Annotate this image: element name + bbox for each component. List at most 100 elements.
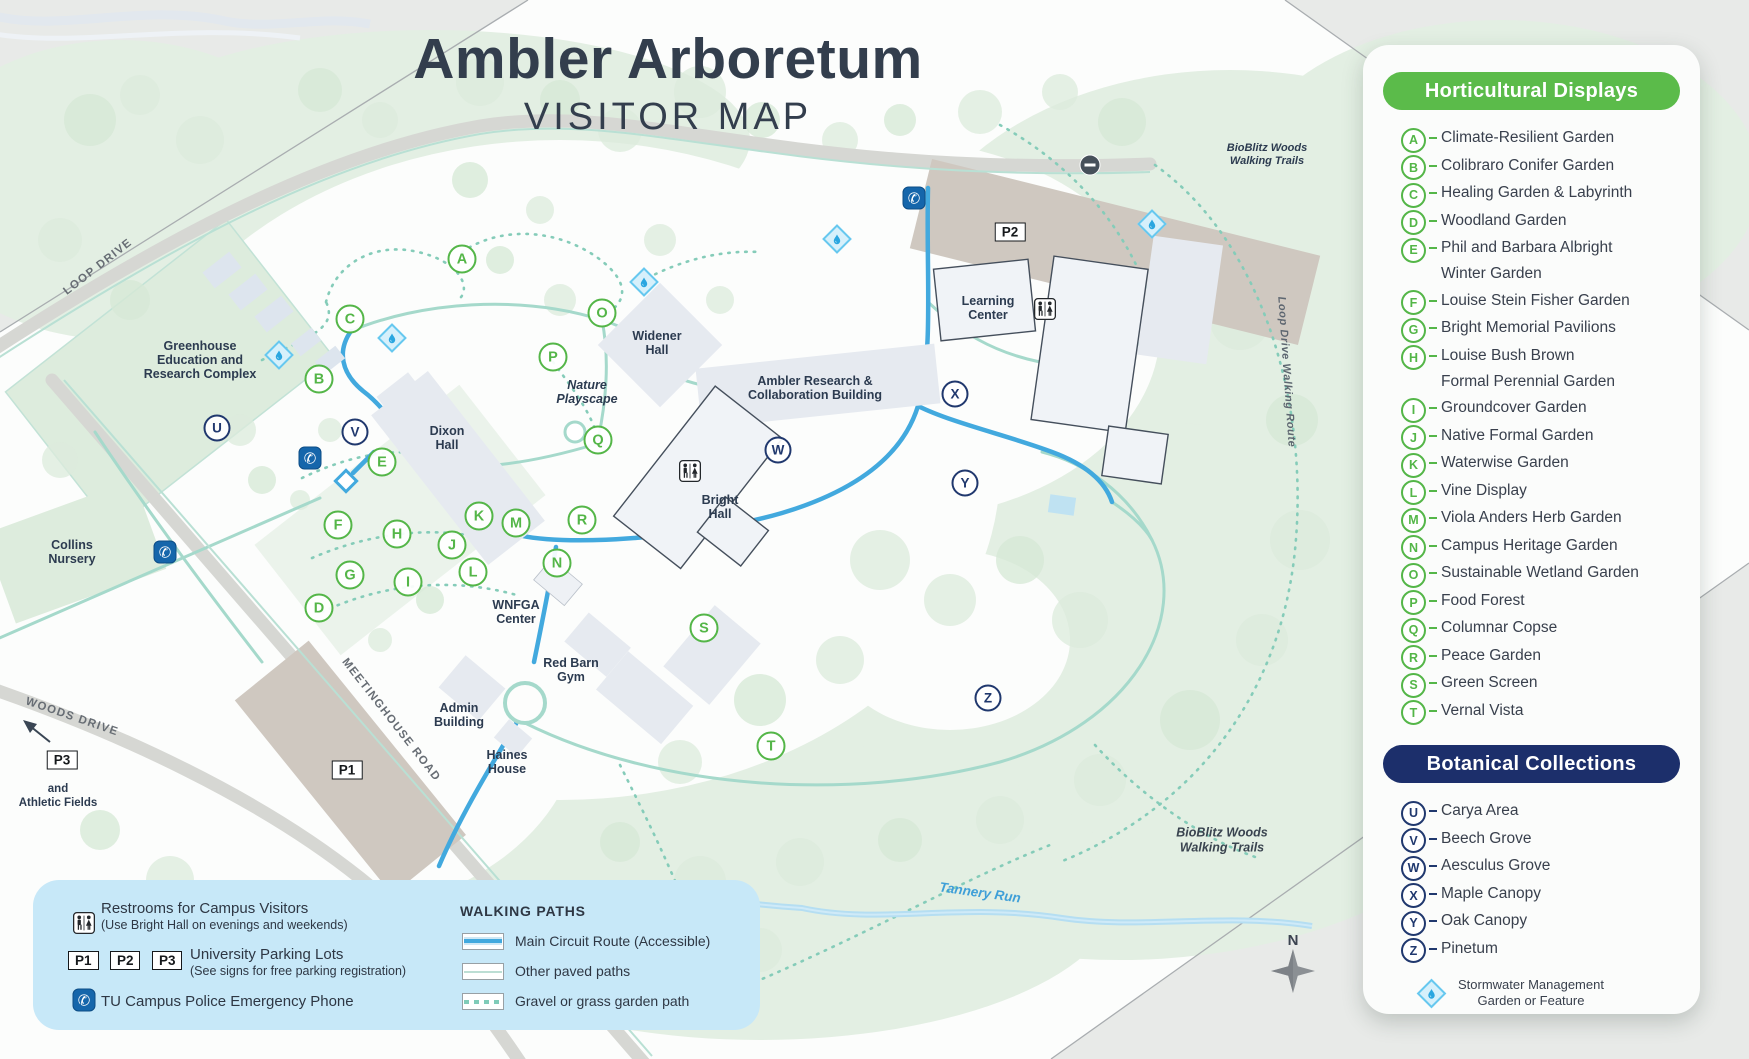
stormwater-label-line2: Garden or Feature [1477, 993, 1585, 1009]
key-letter-v: V [1401, 828, 1426, 854]
emergency-phone-icon: ✆ [298, 446, 322, 470]
compass: N [1271, 932, 1315, 998]
key-dash [1429, 299, 1437, 302]
map-marker-v: V [341, 418, 369, 446]
stormwater-legend: Stormwater Management Garden or Feature [1416, 977, 1700, 1010]
key-label-z: Pinetum [1441, 939, 1498, 957]
key-dash [1429, 920, 1437, 923]
key-label-p: Food Forest [1441, 591, 1525, 609]
horticultural-displays-header: Horticultural Displays [1383, 72, 1680, 110]
key-label-q: Columnar Copse [1441, 619, 1558, 637]
map-marker-q: Q [583, 425, 613, 455]
legend-parking-subtitle: (See signs for free parking registration… [190, 964, 407, 978]
map-parking-badge-p3: P3 [46, 750, 78, 770]
map-marker-x: X [941, 380, 969, 408]
key-letter-d: D [1401, 210, 1426, 235]
restroom-icon [1033, 297, 1057, 321]
map-marker-e: E [367, 447, 397, 477]
key-label-v: Beech Grove [1441, 829, 1532, 847]
stormwater-icon [264, 340, 294, 370]
key-item-z: Z Pinetum [1401, 936, 1700, 964]
key-dash [1429, 462, 1437, 465]
key-letter-a: A [1401, 127, 1426, 153]
key-letter-g: G [1401, 317, 1426, 343]
area-label-tannery-run: Tannery Run [938, 879, 1022, 906]
key-label-u: Carya Area [1441, 802, 1519, 820]
key-dash [1429, 892, 1437, 895]
key-dash [1429, 865, 1437, 868]
key-letter-z: Z [1401, 938, 1426, 964]
legend-parking-title: University Parking Lots [190, 946, 344, 963]
walking-path-label-main: Main Circuit Route (Accessible) [515, 933, 711, 949]
map-marker-c: C [335, 304, 365, 334]
key-dash [1429, 137, 1437, 139]
map-marker-b: B [304, 364, 334, 394]
key-item-w: W Aesculus Grove [1401, 853, 1700, 881]
key-letter-h: H [1401, 345, 1426, 371]
key-label-b: Colibraro Conifer Garden [1441, 156, 1615, 174]
key-letter-c: C [1401, 182, 1426, 208]
key-letter-j: J [1401, 425, 1426, 451]
key-letter-y: Y [1401, 910, 1426, 936]
stormwater-icon [1137, 209, 1167, 239]
key-dash [1429, 164, 1437, 167]
key-dash [1429, 709, 1437, 712]
key-letter-f: F [1401, 290, 1426, 316]
key-label-l: Vine Display [1441, 481, 1527, 499]
map-marker-h: H [382, 519, 412, 549]
key-dash [1429, 327, 1437, 330]
walking-path-label-paved: Other paved paths [515, 963, 631, 979]
key-label-w: Aesculus Grove [1441, 857, 1551, 875]
key-letter-k: K [1401, 452, 1426, 478]
walking-path-label-gravel: Gravel or grass garden path [515, 993, 690, 1009]
key-label-c: Healing Garden & Labyrinth [1441, 184, 1633, 201]
key-letter-o: O [1401, 562, 1426, 588]
key-label-s: Green Screen [1441, 674, 1538, 692]
key-label-d: Woodland Garden [1441, 211, 1567, 229]
key-letter-w: W [1401, 855, 1426, 881]
map-marker-k: K [464, 501, 494, 531]
stormwater-icon [822, 224, 852, 254]
key-letter-m: M [1401, 507, 1426, 533]
map-marker-p: P [538, 342, 568, 372]
key-letter-x: X [1401, 883, 1426, 909]
emergency-phone-icon: ✆ [902, 186, 926, 210]
legend-phone-title: TU Campus Police Emergency Phone [101, 993, 354, 1010]
key-dash [1429, 192, 1437, 194]
building-label-ambler-research: Ambler Research &Collaboration Building [747, 373, 883, 402]
key-dash [1429, 654, 1437, 657]
key-dash [1429, 489, 1437, 492]
map-marker-a: A [447, 244, 477, 274]
key-label-t: Vernal Vista [1441, 701, 1524, 719]
key-dash [1429, 599, 1437, 602]
key-dash [1429, 682, 1437, 685]
road-label-woods-drive: WOODS DRIVE [24, 695, 120, 739]
legend-restrooms-title: Restrooms for Campus Visitors [101, 900, 309, 917]
